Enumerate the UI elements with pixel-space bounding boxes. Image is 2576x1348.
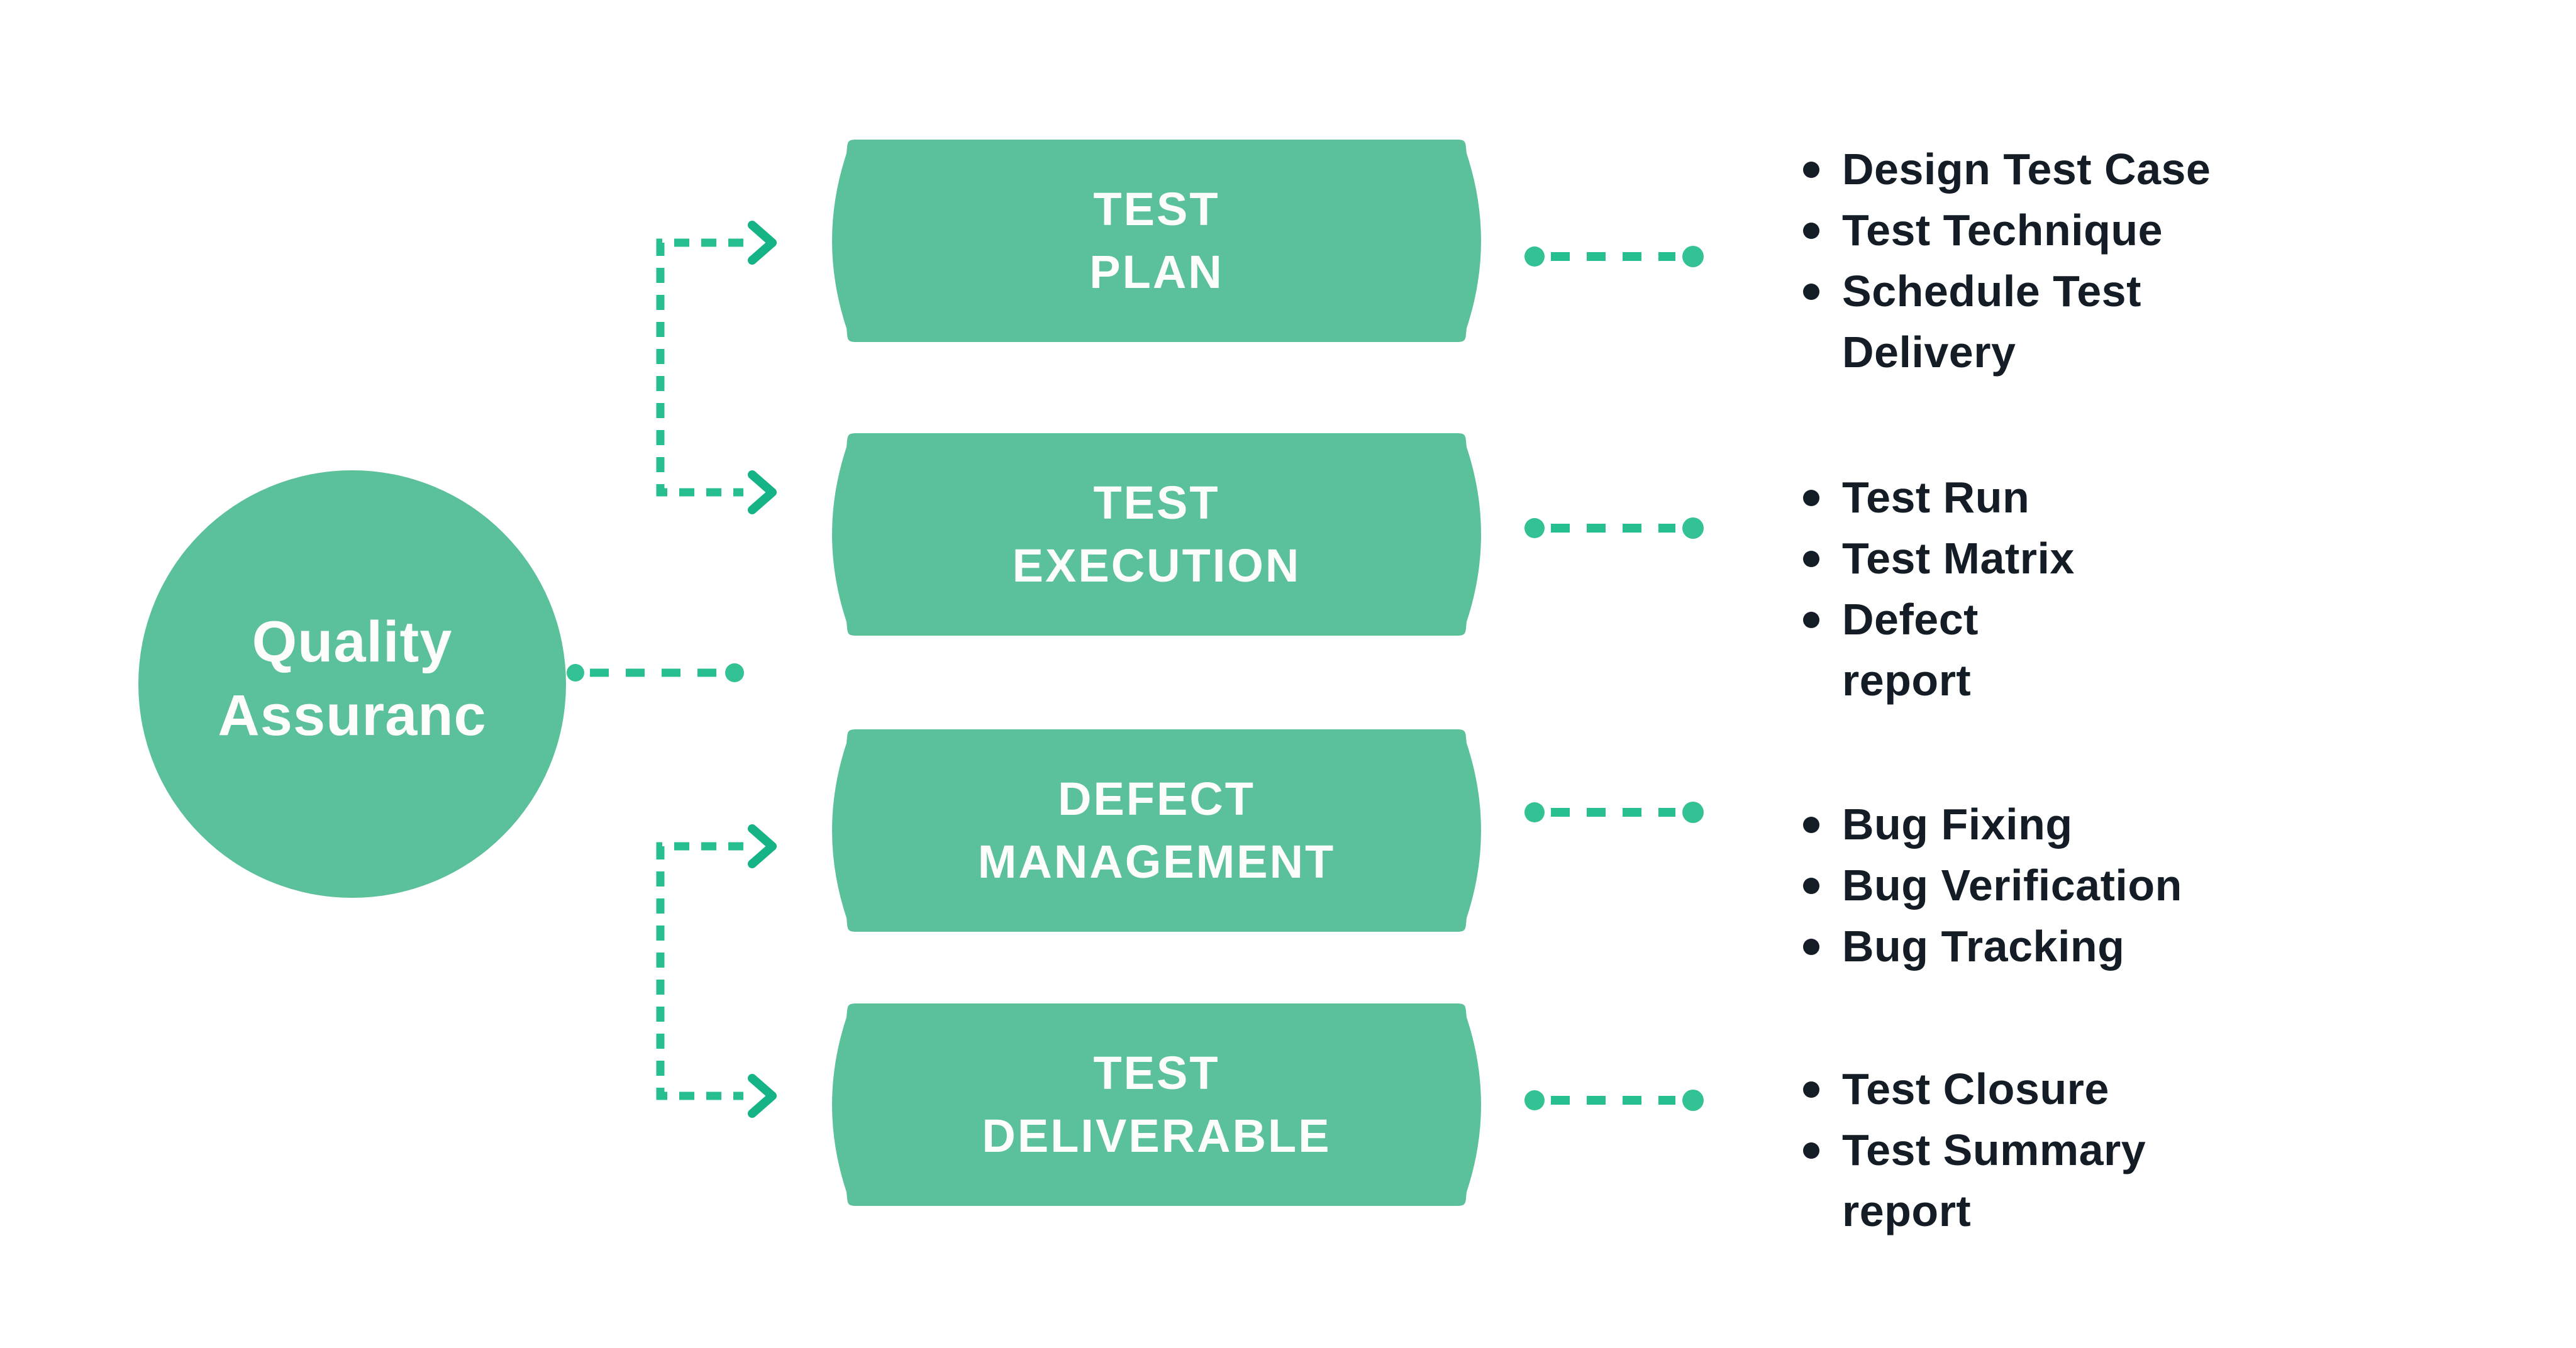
- bracket-dashed-path: [656, 842, 743, 1100]
- stage-label: TEST EXECUTION: [1012, 477, 1301, 592]
- list-item: Test Matrix: [1789, 528, 2075, 589]
- stage-items-defect-management: Bug Fixing Bug Verification Bug Tracking: [1789, 794, 2182, 977]
- connector-start-dot: [1524, 802, 1545, 822]
- list-item: Test Technique: [1789, 200, 2211, 261]
- stage-items-connector: [1524, 802, 1704, 823]
- quality-assurance-node: Quality Assuranc: [138, 470, 566, 898]
- stage-label: TEST PLAN: [1089, 183, 1224, 298]
- hub-connector: [567, 663, 744, 682]
- stage-box-test-deliverable: TEST DELIVERABLE: [829, 1001, 1484, 1208]
- stage-label: TEST DELIVERABLE: [982, 1047, 1331, 1162]
- lower-branch-bracket: [656, 824, 777, 1118]
- stage-items-test-execution: Test Run Test Matrix Defect report: [1789, 467, 2075, 711]
- stage-items-test-deliverable: Test Closure Test Summary report: [1789, 1059, 2146, 1242]
- stage-items-connector: [1524, 517, 1704, 539]
- list-item: Test Summary report: [1789, 1120, 2146, 1242]
- connector-end-dot: [1682, 1090, 1704, 1111]
- list-item: Test Closure: [1789, 1059, 2146, 1120]
- chevron-right-icon: [748, 470, 777, 514]
- stage-box-shape: [832, 729, 1481, 932]
- chevron-right-icon: [748, 1074, 777, 1118]
- connector-end-dot: [1682, 802, 1704, 823]
- stage-box-shape: [832, 1003, 1481, 1206]
- stage-box-shape: [832, 433, 1481, 636]
- list-item: Test Run: [1789, 467, 2075, 528]
- connector-end-dot: [1682, 246, 1704, 267]
- stage-box-test-plan: TEST PLAN: [829, 137, 1484, 345]
- list-item: Bug Fixing: [1789, 794, 2182, 855]
- connector-start-dot: [1524, 518, 1545, 538]
- bracket-dashed-path: [656, 238, 743, 497]
- connector-end-dot: [725, 663, 744, 682]
- chevron-right-icon: [748, 824, 777, 868]
- connector-end-dot: [1682, 517, 1704, 539]
- upper-branch-bracket: [656, 221, 777, 514]
- stage-items-connector: [1524, 1090, 1704, 1111]
- quality-assurance-label: Quality Assuranc: [218, 610, 487, 748]
- stage-items-connector: [1524, 246, 1704, 267]
- connector-start-dot: [567, 664, 584, 682]
- stage-box-test-execution: TEST EXECUTION: [829, 431, 1484, 638]
- stage-box-shape: [832, 140, 1481, 342]
- chevron-right-icon: [748, 221, 777, 265]
- list-item: Defect report: [1789, 589, 2075, 711]
- connector-start-dot: [1524, 1090, 1545, 1110]
- stage-items-test-plan: Design Test Case Test Technique Schedule…: [1789, 139, 2211, 383]
- list-item: Design Test Case: [1789, 139, 2211, 200]
- list-item: Bug Verification: [1789, 855, 2182, 916]
- stage-label: DEFECT MANAGEMENT: [977, 773, 1336, 888]
- list-item: Bug Tracking: [1789, 916, 2182, 977]
- stage-box-defect-management: DEFECT MANAGEMENT: [829, 727, 1484, 934]
- list-item: Schedule Test Delivery: [1789, 261, 2211, 383]
- connector-start-dot: [1524, 246, 1545, 267]
